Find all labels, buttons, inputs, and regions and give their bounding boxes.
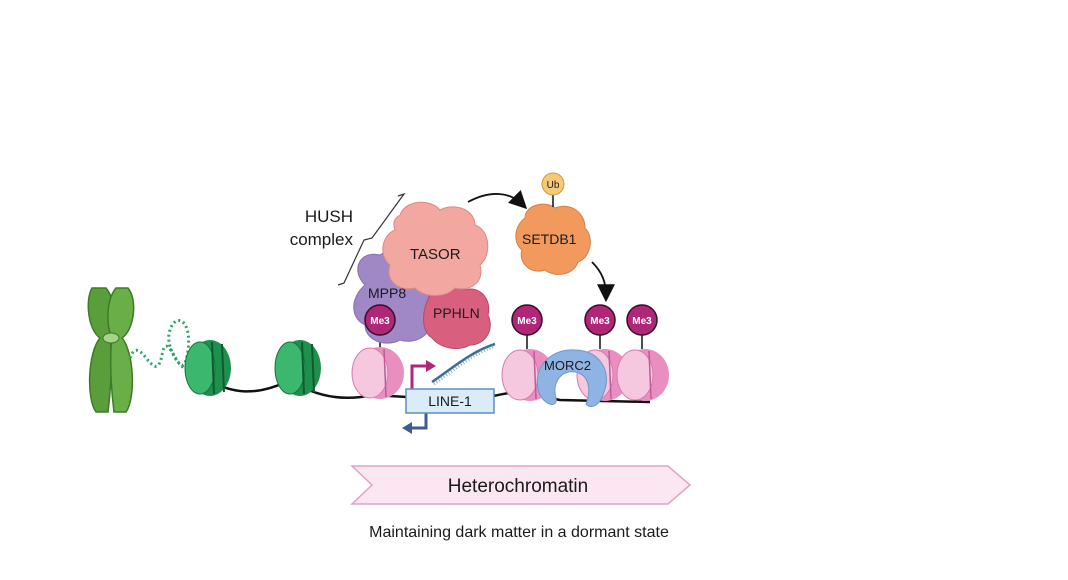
pphln-label: PPHLN: [433, 305, 480, 321]
rna-transcript: [431, 342, 496, 384]
line1-label: LINE-1: [428, 393, 472, 409]
nucleosome-pink-4: [616, 349, 669, 401]
dna-strand: [197, 371, 651, 404]
tasor-protein: TASOR: [382, 201, 489, 296]
tasor-label: TASOR: [410, 246, 461, 263]
me3-badge-4: Me3: [626, 304, 658, 336]
hush-bracket: [337, 192, 406, 286]
svg-text:Ub: Ub: [547, 180, 560, 191]
svg-text:Me3: Me3: [370, 316, 390, 327]
hush-label-line2: complex: [290, 230, 354, 249]
hush-label-line1: HUSH: [305, 207, 353, 226]
me3-badge-1: Me3: [364, 304, 396, 336]
morc2-label: MORC2: [544, 358, 591, 373]
heterochromatin-banner: Heterochromatin: [350, 465, 692, 505]
svg-text:Me3: Me3: [590, 316, 610, 327]
line1-element: LINE-1: [405, 388, 495, 414]
setdb1-protein: SETDB1: [515, 203, 591, 275]
morc2-protein: MORC2: [536, 349, 607, 407]
svg-text:Me3: Me3: [517, 316, 537, 327]
ubiquitin-badge: Ub: [541, 172, 565, 196]
arrow-setdb1-to-me3: [591, 261, 615, 303]
banner-label: Heterochromatin: [448, 476, 588, 497]
chromatin-loop: [128, 319, 199, 374]
nucleosome-pink-1: [351, 347, 404, 399]
setdb1-label: SETDB1: [522, 231, 577, 247]
nucleosome-green-1: [184, 340, 231, 396]
mpp8-label: MPP8: [368, 285, 406, 301]
nucleosome-green-2: [274, 340, 321, 396]
me3-badge-2: Me3: [511, 304, 543, 336]
forward-promoter-arrow: [410, 364, 428, 390]
pphln-protein: PPHLN: [423, 283, 491, 349]
arrow-hush-to-setdb1: [467, 190, 528, 210]
svg-text:Me3: Me3: [632, 316, 652, 327]
caption: Maintaining dark matter in a dormant sta…: [369, 524, 669, 541]
chromosome: [87, 287, 135, 413]
me3-badge-3: Me3: [584, 304, 616, 336]
